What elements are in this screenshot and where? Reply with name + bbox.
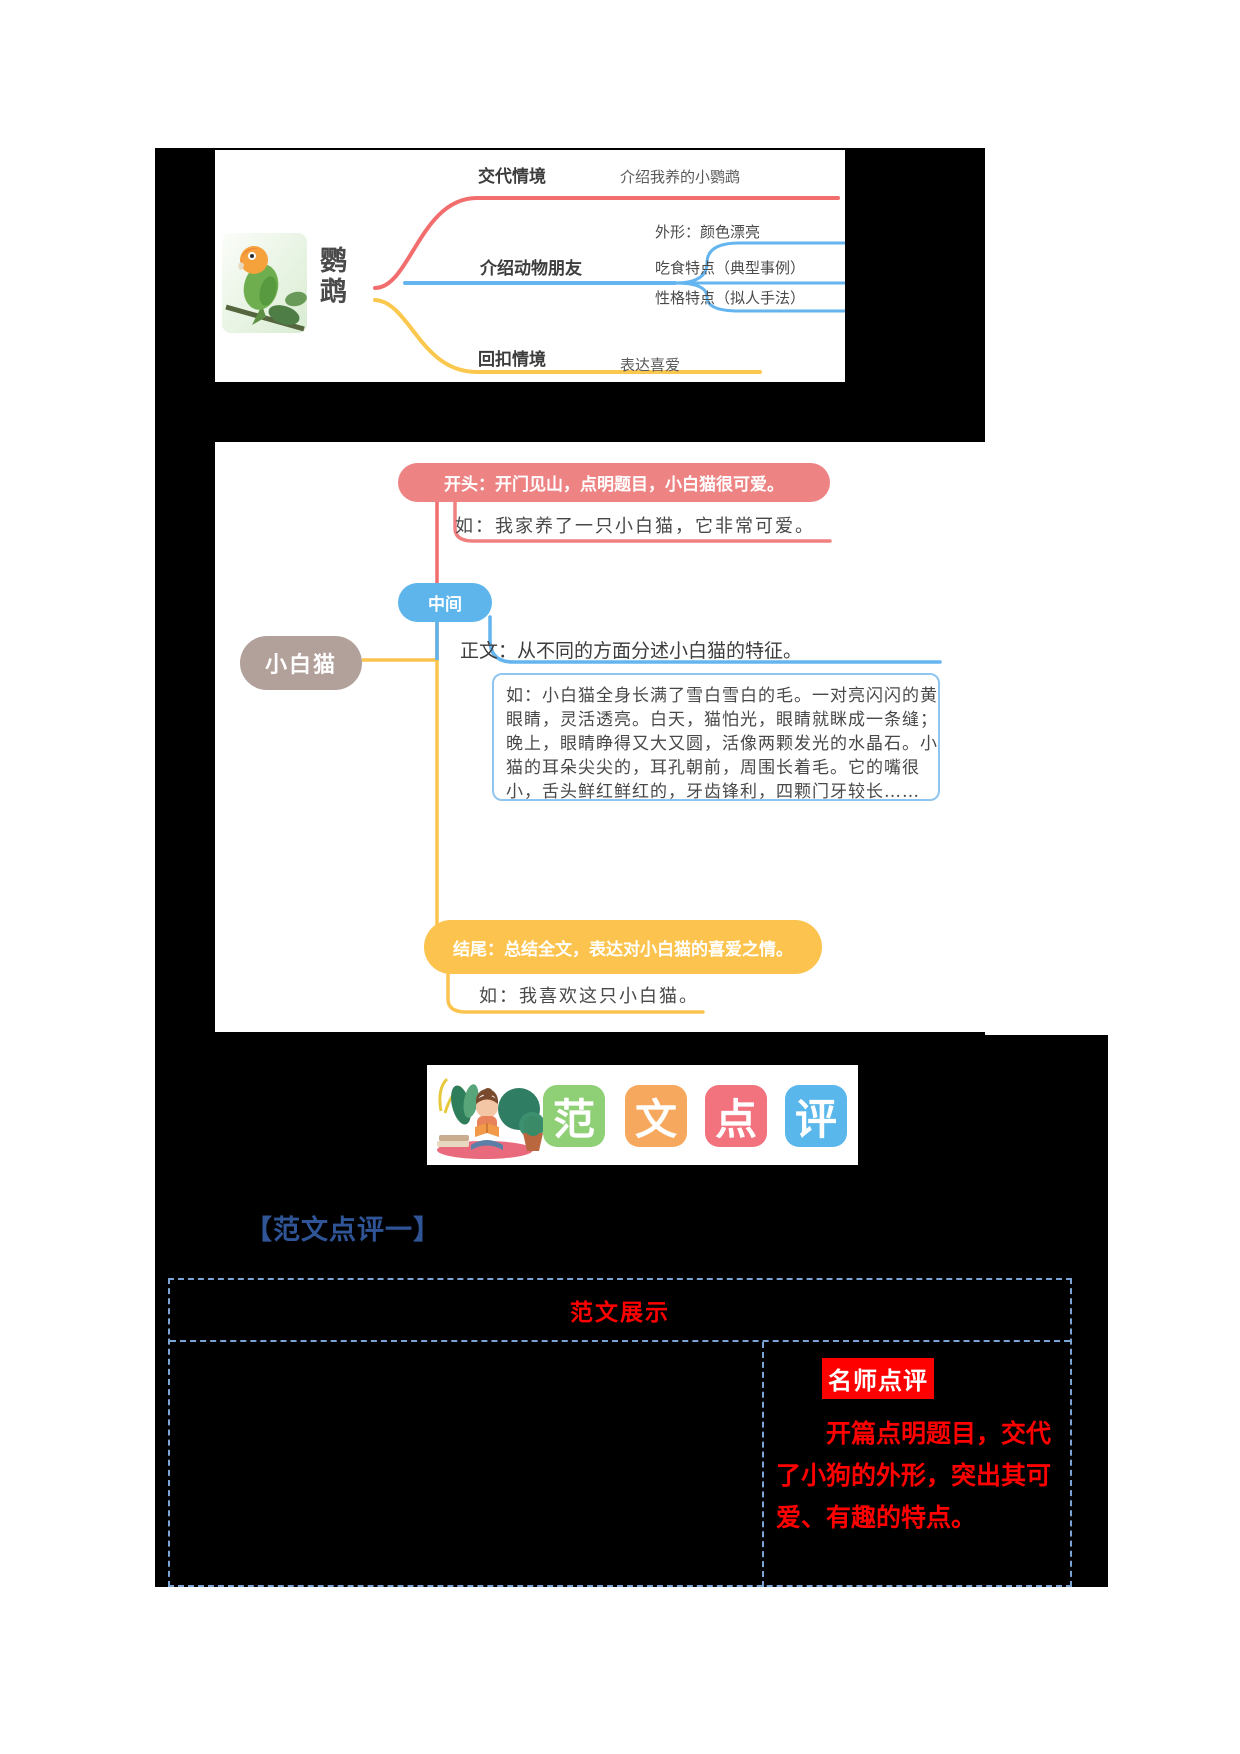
table-header-label: 范文展示 xyxy=(570,1299,670,1325)
banner-tile-ping: 评 xyxy=(785,1085,847,1147)
ending-example-text: 如：我喜欢这只小白猫。 xyxy=(479,986,699,1007)
branch-topic-context: 交代情境 xyxy=(478,167,546,186)
branch-subitem-eating: 吃食特点（典型事例） xyxy=(655,260,806,277)
mindmap-parrot-panel: 鹦鹉 交代情境 介绍我养的小鹦鹉 介绍动物朋友 外形：颜色漂亮 吃食特点（典型事… xyxy=(215,150,845,382)
review-banner: 范 文 点 评 xyxy=(427,1065,858,1165)
teacher-comment-label: 名师点评 xyxy=(822,1358,934,1399)
opening-node: 开头：开门见山，点明题目，小白猫很可爱。 xyxy=(398,463,830,502)
table-header-row: 范文展示 xyxy=(170,1280,1070,1342)
body-example-box: 如：小白猫全身长满了雪白雪白的毛。一对亮闪闪的黄 眼睛，灵活透亮。白天，猫怕光，… xyxy=(492,673,940,802)
banner-tile-dian: 点 xyxy=(705,1085,767,1147)
branch-topic-echo-context: 回扣情境 xyxy=(478,350,546,369)
cat-root-node: 小白猫 xyxy=(240,636,362,690)
review-table: 范文展示 名师点评 开篇点明题目，交代 了小狗的外形，突出其可 爱、有趣的特点。 xyxy=(168,1278,1072,1587)
ending-node: 结尾：总结全文，表达对小白猫的喜爱之情。 xyxy=(424,920,822,974)
mindmap-cat-panel: 小白猫 开头：开门见山，点明题目，小白猫很可爱。 如：我家养了一只小白猫，它非常… xyxy=(215,442,985,1032)
branch-detail-context: 介绍我养的小鹦鹉 xyxy=(620,169,741,186)
parrot-map-connector-lines xyxy=(373,196,845,374)
table-body-row: 名师点评 开篇点明题目，交代 了小狗的外形，突出其可 爱、有趣的特点。 xyxy=(170,1342,1070,1587)
branch-detail-express-love: 表达喜爱 xyxy=(620,357,681,374)
parrot-photo xyxy=(222,233,307,333)
body-example-line: 晚上，眼睛睁得又大又圆，活像两颗发光的水晶石。小 xyxy=(506,734,938,754)
body-example-line: 小，舌头鲜红鲜红的，牙齿锋利，四颗门牙较长…… xyxy=(506,782,920,802)
banner-tile-wen: 文 xyxy=(625,1085,687,1147)
sample-essay-cell xyxy=(170,1342,762,1587)
parrot-root-label: 鹦鹉 xyxy=(316,246,346,308)
branch-subitem-personality: 性格特点（拟人手法） xyxy=(655,290,806,307)
body-heading-text: 正文：从不同的方面分述小白猫的特征。 xyxy=(460,641,803,662)
teacher-comment-cell: 名师点评 开篇点明题目，交代 了小狗的外形，突出其可 爱、有趣的特点。 xyxy=(762,1342,1070,1587)
comment-line: 开篇点明题目，交代 xyxy=(826,1419,1052,1448)
body-example-line: 猫的耳朵尖尖的，耳孔朝前，周围长着毛。它的嘴很 xyxy=(506,758,920,778)
comment-line: 了小狗的外形，突出其可 xyxy=(776,1461,1052,1490)
branch-subitem-appearance: 外形：颜色漂亮 xyxy=(655,224,761,241)
reading-girl-illustration xyxy=(437,1077,545,1159)
section-heading: 【范文点评一】 xyxy=(245,1215,441,1245)
middle-node: 中间 xyxy=(398,583,492,622)
body-example-line: 如：小白猫全身长满了雪白雪白的毛。一对亮闪闪的黄 xyxy=(506,686,938,706)
body-example-line: 眼睛，灵活透亮。白天，猫怕光，眼睛就眯成一条缝； xyxy=(506,710,938,730)
comment-line: 爱、有趣的特点。 xyxy=(776,1503,977,1532)
banner-tile-fan: 范 xyxy=(543,1085,605,1147)
cat-map-connector-lines xyxy=(362,490,942,1014)
teacher-comment-text: 开篇点明题目，交代 了小狗的外形，突出其可 爱、有趣的特点。 xyxy=(776,1413,1056,1539)
opening-example-text: 如：我家养了一只小白猫，它非常可爱。 xyxy=(455,516,815,537)
branch-topic-animal-friend: 介绍动物朋友 xyxy=(480,259,582,278)
